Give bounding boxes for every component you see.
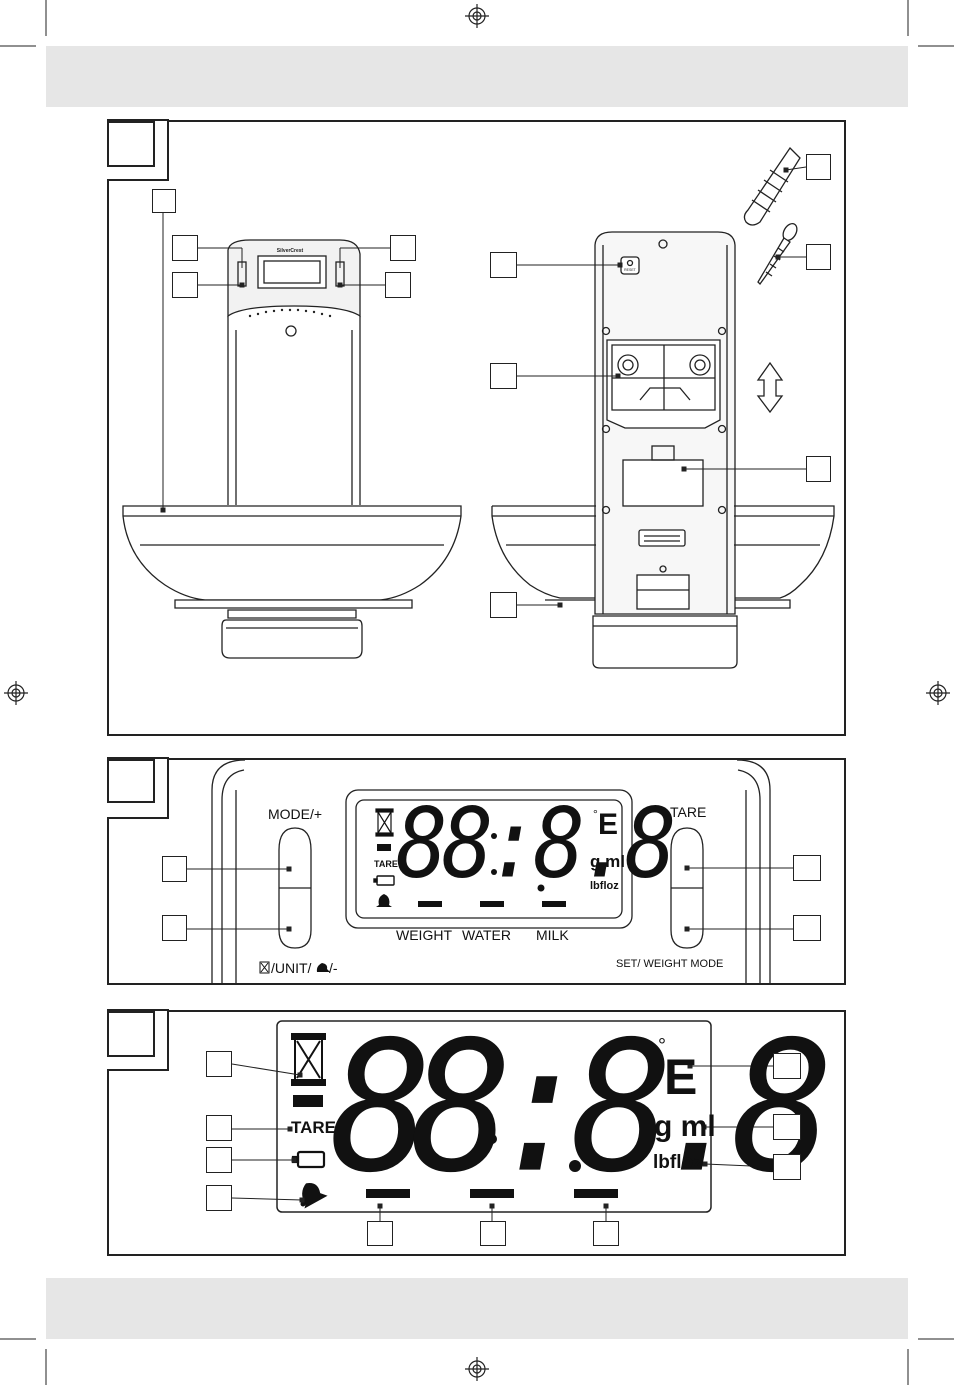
callout-box	[206, 1185, 232, 1211]
callout-box	[773, 1053, 801, 1079]
registration-mark-icon	[465, 4, 489, 28]
callout-box	[385, 272, 411, 298]
callout-box	[172, 235, 198, 261]
callout-box	[593, 1221, 619, 1246]
callout-box	[490, 363, 517, 389]
callout-box	[480, 1221, 506, 1246]
unit-lbfloz-small: lbfloz	[590, 880, 619, 892]
bell-icon	[376, 894, 392, 907]
callout-box	[806, 244, 831, 270]
water-mode-label: WATER	[462, 927, 511, 943]
callout-box	[390, 235, 416, 261]
callout-box	[490, 592, 517, 618]
registration-mark-icon	[465, 1357, 489, 1381]
svg-text:°: °	[593, 807, 598, 821]
callout-box	[172, 272, 198, 298]
battery-icon	[373, 875, 395, 886]
hourglass-icon	[375, 808, 394, 837]
callout-box	[152, 189, 176, 213]
header-band	[46, 46, 908, 107]
wall-plug-icon	[743, 146, 801, 226]
callout-box	[793, 915, 821, 941]
callout-box	[162, 915, 187, 941]
set-weight-mode-label: SET/ WEIGHT MODE	[616, 958, 724, 970]
registration-mark-icon	[4, 681, 28, 705]
weight-mode-label: WEIGHT	[396, 927, 452, 943]
reset-label: RESET	[624, 268, 637, 272]
callout-box	[206, 1051, 232, 1077]
callout-box	[806, 154, 831, 180]
lcd-digits-large: 88:8.8	[330, 1003, 834, 1214]
hourglass-icon	[259, 961, 270, 974]
unit-e-large: E	[664, 1049, 698, 1105]
callout-box	[773, 1114, 801, 1140]
minus-button-label: /-	[329, 960, 338, 976]
hourglass-icon	[291, 1033, 326, 1086]
brand-plate: SilverCrest	[277, 248, 304, 254]
scale-front-view	[122, 239, 462, 659]
unit-button-label: /UNIT/	[271, 960, 312, 976]
scale-back-view	[491, 231, 835, 669]
vertical-arrow-icon	[756, 361, 784, 414]
screw-icon	[757, 222, 798, 286]
svg-text:°: °	[658, 1035, 666, 1057]
tare-indicator-large: TARE	[291, 1118, 337, 1137]
bell-icon	[300, 1183, 328, 1209]
mode-plus-label: MODE/+	[268, 806, 323, 822]
footer-band	[46, 1278, 908, 1339]
unit-e-small: E	[598, 808, 619, 841]
callout-box	[367, 1221, 393, 1246]
callout-box	[806, 456, 831, 482]
callout-box	[162, 856, 187, 882]
callout-box	[490, 252, 517, 278]
registration-mark-icon	[926, 681, 950, 705]
tare-indicator-small: TARE	[374, 859, 398, 869]
bell-icon	[316, 963, 330, 972]
unit-lbfloz-large: lbfloz	[653, 1152, 703, 1173]
callout-box	[206, 1115, 232, 1141]
callout-box	[793, 855, 821, 881]
lcd-digits-small: 88:8.8	[396, 788, 677, 901]
callout-box	[773, 1154, 801, 1180]
milk-mode-label: MILK	[536, 927, 569, 943]
unit-gml-large: g ml	[654, 1110, 716, 1143]
tare-button-label: TARE	[670, 804, 707, 820]
callout-box	[206, 1147, 232, 1173]
unit-gml-small: g ml	[590, 852, 625, 871]
